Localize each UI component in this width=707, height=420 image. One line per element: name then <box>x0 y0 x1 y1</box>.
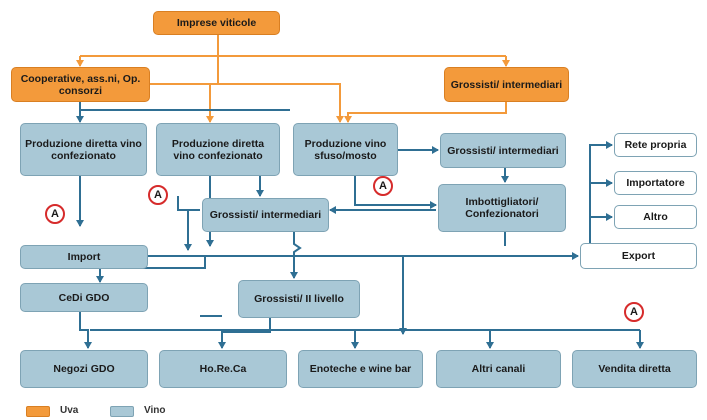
legend-label-vino: Vino <box>144 405 166 416</box>
node-enoteche: Enoteche e wine bar <box>298 350 423 388</box>
node-grossisti-top: Grossisti/ intermediari <box>444 67 569 102</box>
node-cooperative: Cooperative, ass.ni, Op. consorzi <box>11 67 150 102</box>
node-horeca: Ho.Re.Ca <box>159 350 287 388</box>
node-produzione-diretta-2: Produzione diretta vino confezionato <box>156 123 280 176</box>
node-grossisti-right: Grossisti/ intermediari <box>440 133 566 168</box>
uva-connectors <box>76 34 510 123</box>
node-vendita-diretta: Vendita diretta <box>572 350 697 388</box>
node-import: Import <box>20 245 148 269</box>
node-negozi-gdo: Negozi GDO <box>20 350 148 388</box>
node-cedi-gdo: CeDi GDO <box>20 283 148 312</box>
node-imprese-viticole: Imprese viticole <box>153 11 280 35</box>
marker-a-1: A <box>45 204 65 224</box>
node-importatore: Importatore <box>614 171 697 195</box>
node-export: Export <box>580 243 697 269</box>
legend-swatch-uva <box>26 406 50 417</box>
legend-swatch-vino <box>110 406 134 417</box>
marker-a-2: A <box>148 185 168 205</box>
legend-label-uva: Uva <box>60 405 79 416</box>
vino-connectors <box>76 102 644 349</box>
marker-a-4: A <box>624 302 644 322</box>
node-produzione-diretta-1: Produzione diretta vino confezionato <box>20 123 147 176</box>
node-imbottigliatori: Imbottigliatori/ Confezionatori <box>438 184 566 232</box>
node-rete-propria: Rete propria <box>614 133 697 157</box>
node-grossisti-center: Grossisti/ intermediari <box>202 198 329 232</box>
marker-a-3: A <box>373 176 393 196</box>
node-grossisti-ii-livello: Grossisti/ II livello <box>238 280 360 318</box>
node-altro: Altro <box>614 205 697 229</box>
node-altri-canali: Altri canali <box>436 350 561 388</box>
node-produzione-sfuso: Produzione vino sfuso/mosto <box>293 123 398 176</box>
